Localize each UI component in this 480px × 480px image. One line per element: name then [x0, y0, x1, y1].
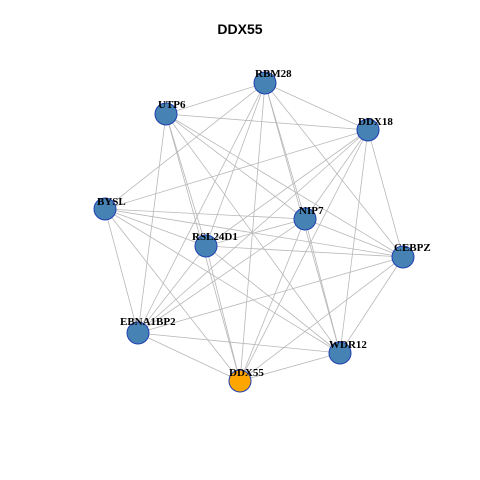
edge-rbm28-ddx18	[264, 82, 369, 131]
node-cebpz: CEBPZ	[391, 242, 431, 269]
node-utp6: UTP6	[154, 99, 186, 126]
edge-wdr12-ddx55	[239, 352, 341, 382]
edge-utp6-nip7	[165, 113, 306, 220]
edge-rbm28-rsl24d1	[205, 82, 266, 247]
edge-bysl-nip7	[104, 208, 306, 220]
node-circle	[93, 197, 117, 221]
edge-rbm28-cebpz	[264, 82, 404, 258]
node-circle	[356, 118, 380, 142]
edge-nip7-cebpz	[304, 218, 404, 258]
node-label: CEBPZ	[394, 242, 431, 254]
edge-nip7-ddx55	[239, 218, 306, 382]
edge-utp6-cebpz	[165, 113, 404, 258]
edge-ddx18-cebpz	[367, 129, 404, 258]
edge-rbm28-bysl	[104, 82, 266, 210]
edge-utp6-ddx18	[165, 113, 369, 131]
node-ddx18: DDX18	[356, 116, 393, 142]
edge-bysl-ddx55	[104, 208, 241, 382]
edge-ddx18-nip7	[304, 129, 369, 220]
edge-cebpz-ebna1bp2	[137, 256, 404, 334]
edges-layer	[104, 82, 404, 382]
node-circle	[293, 207, 317, 231]
edge-ebna1bp2-wdr12	[137, 332, 341, 354]
node-circle	[126, 321, 150, 345]
edge-rsl24d1-ebna1bp2	[137, 245, 207, 334]
edge-ddx18-ebna1bp2	[137, 129, 369, 334]
node-nip7: NIP7	[293, 205, 324, 231]
edge-bysl-wdr12	[104, 208, 341, 354]
node-wdr12: WDR12	[328, 339, 367, 365]
node-circle	[154, 102, 178, 126]
edge-nip7-rsl24d1	[205, 218, 306, 247]
graph-title: DDX55	[217, 21, 263, 37]
edge-rbm28-utp6	[165, 82, 266, 115]
edge-bysl-rsl24d1	[104, 208, 207, 247]
edge-rsl24d1-wdr12	[205, 245, 341, 354]
edge-cebpz-ddx55	[239, 256, 404, 382]
node-label: NIP7	[299, 205, 324, 217]
node-label: RSL24D1	[192, 231, 238, 243]
node-circle	[253, 71, 277, 95]
edge-ddx18-wdr12	[339, 129, 369, 354]
edge-bysl-ebna1bp2	[104, 208, 139, 334]
edge-ddx18-ddx55	[239, 129, 369, 382]
node-ebna1bp2: EBNA1BP2	[120, 316, 176, 345]
node-label: DDX55	[229, 367, 264, 379]
edge-ebna1bp2-ddx55	[137, 332, 241, 382]
edge-nip7-wdr12	[304, 218, 341, 354]
node-label: UTP6	[158, 99, 186, 111]
node-circle	[194, 234, 218, 258]
edge-ddx18-rsl24d1	[205, 129, 369, 247]
node-label: RBM28	[255, 68, 292, 80]
node-bysl: BYSL	[93, 196, 126, 221]
edge-cebpz-wdr12	[339, 256, 404, 354]
node-label: BYSL	[97, 196, 126, 208]
node-label: WDR12	[329, 339, 367, 351]
node-circle	[228, 369, 252, 393]
edge-rsl24d1-ddx55	[205, 245, 241, 382]
node-circle	[328, 341, 352, 365]
node-rsl24d1: RSL24D1	[192, 231, 238, 258]
node-label: DDX18	[358, 116, 393, 128]
edge-rsl24d1-cebpz	[205, 245, 404, 258]
edge-rbm28-ebna1bp2	[137, 82, 266, 334]
node-ddx55: DDX55	[228, 367, 264, 393]
edge-ddx18-bysl	[104, 129, 369, 210]
edge-utp6-ebna1bp2	[137, 113, 167, 334]
node-circle	[391, 245, 415, 269]
node-rbm28: RBM28	[253, 68, 292, 95]
edge-nip7-ebna1bp2	[137, 218, 306, 334]
node-label: EBNA1BP2	[120, 316, 176, 328]
